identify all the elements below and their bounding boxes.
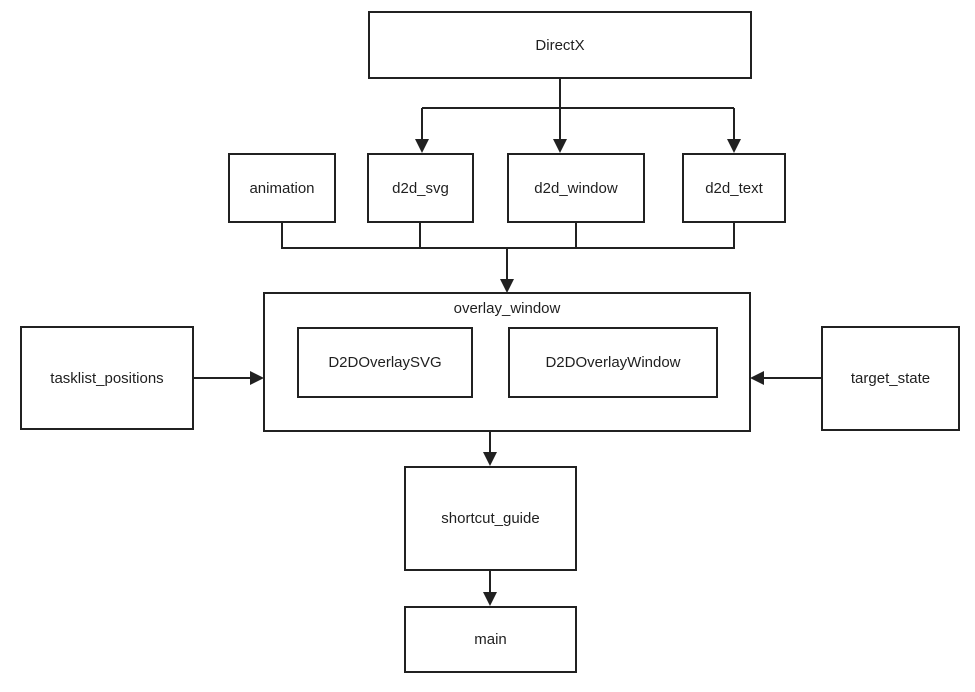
edge-tasklist-to-overlay-window	[194, 371, 264, 385]
arrowhead-left-icon	[750, 371, 764, 385]
node-main: main	[404, 606, 577, 673]
edge-target-state-to-overlay-window	[750, 371, 821, 385]
node-tasklist-positions: tasklist_positions	[20, 326, 194, 430]
node-directx-label: DirectX	[535, 36, 585, 54]
node-d2d-overlay-svg: D2DOverlaySVG	[297, 327, 473, 398]
node-shortcut-guide-label: shortcut_guide	[441, 510, 540, 527]
node-directx: DirectX	[368, 11, 752, 79]
node-main-label: main	[474, 631, 507, 648]
node-target-state-label: target_state	[850, 370, 931, 387]
node-d2d-window: d2d_window	[507, 153, 645, 223]
arrowhead-down-icon	[727, 139, 741, 153]
node-d2d-text: d2d_text	[682, 153, 786, 223]
node-target-state: target_state	[821, 326, 960, 431]
arrowhead-right-icon	[250, 371, 264, 385]
node-d2d-svg: d2d_svg	[367, 153, 474, 223]
arrowhead-down-icon	[500, 279, 514, 293]
edge-shortcut-guide-to-main	[483, 571, 497, 606]
node-animation-label: animation	[249, 179, 315, 197]
edge-directx-to-children	[415, 79, 741, 153]
arrowhead-down-icon	[415, 139, 429, 153]
node-overlay-window-label: overlay_window	[453, 300, 561, 317]
arrowhead-down-icon	[553, 139, 567, 153]
node-d2d-svg-label: d2d_svg	[392, 179, 449, 197]
node-shortcut-guide: shortcut_guide	[404, 466, 577, 571]
arrowhead-down-icon	[483, 452, 497, 466]
arrowhead-down-icon	[483, 592, 497, 606]
edge-row2-to-overlay-window	[281, 222, 735, 293]
node-tasklist-positions-label: tasklist_positions	[50, 369, 164, 387]
node-d2d-overlay-window: D2DOverlayWindow	[508, 327, 718, 398]
edge-overlay-window-to-shortcut-guide	[483, 432, 497, 466]
node-d2d-overlay-svg-label: D2DOverlaySVG	[328, 354, 442, 371]
node-animation: animation	[228, 153, 336, 223]
node-d2d-text-label: d2d_text	[705, 179, 763, 197]
node-d2d-overlay-window-label: D2DOverlayWindow	[545, 354, 681, 371]
node-d2d-window-label: d2d_window	[534, 179, 618, 197]
